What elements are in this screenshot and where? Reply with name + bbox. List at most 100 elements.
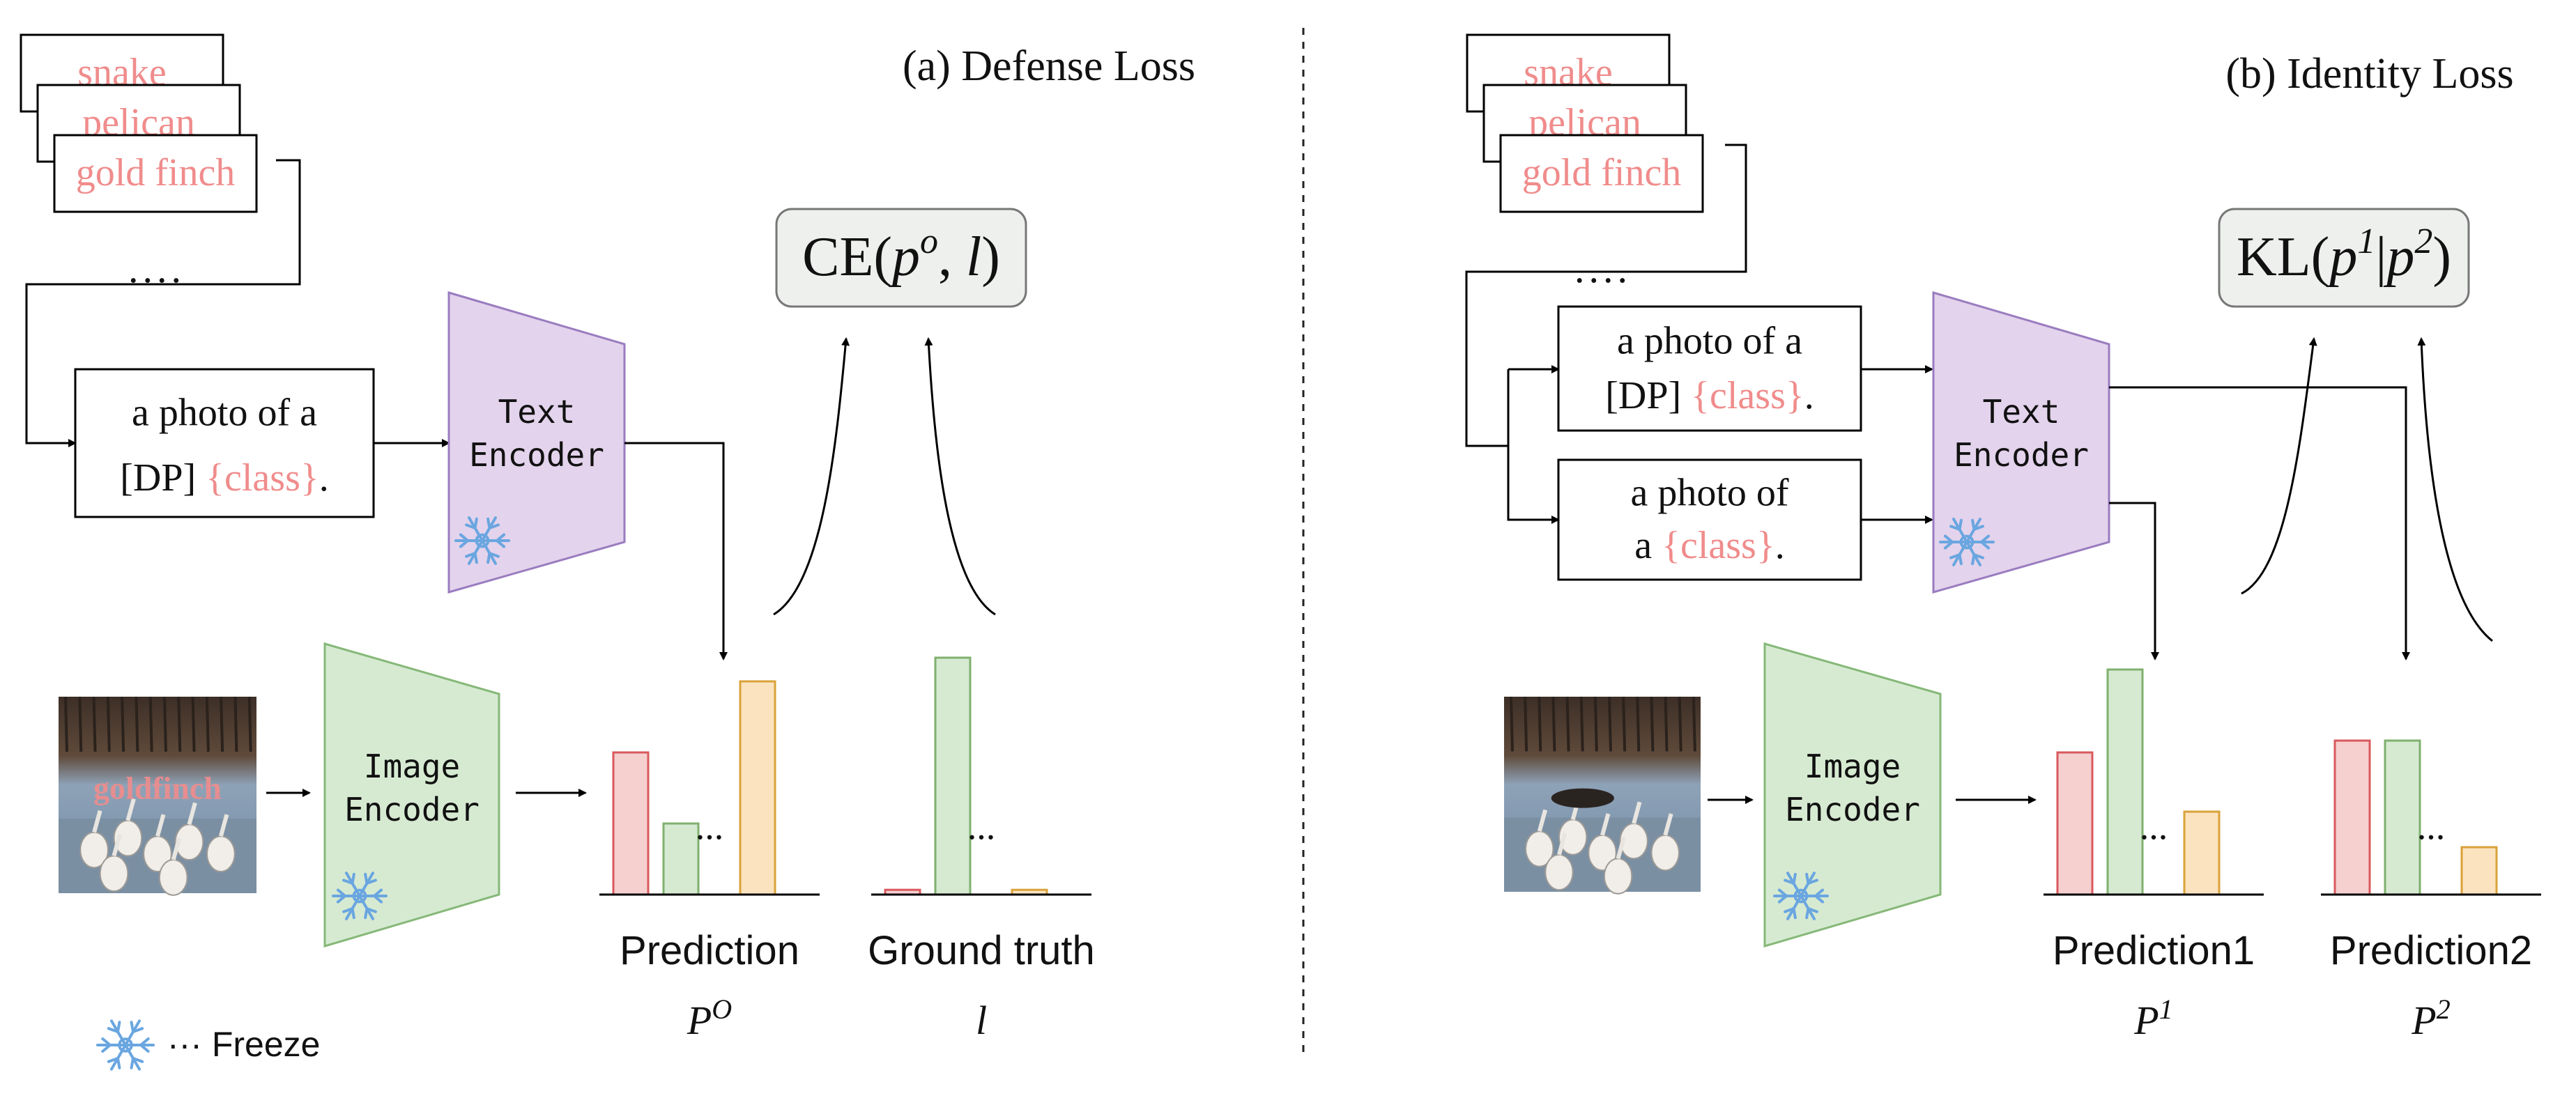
image-reed: [1551, 696, 1556, 752]
image-reed: [1678, 696, 1682, 752]
arrow-prediction-to-loss: [773, 337, 850, 616]
snowflake-branch: [1792, 907, 1797, 920]
freeze-legend: ··· Freeze: [96, 1019, 320, 1071]
snowflake-branch: [116, 1057, 121, 1069]
loss-formula: KL(p1|p2): [2237, 222, 2451, 288]
chart-symbol-sup: 2: [2437, 993, 2451, 1025]
loss-suffix: ): [981, 226, 1000, 288]
snowflake-branch: [1979, 541, 1991, 550]
snowflake-branch: [132, 1057, 144, 1063]
image-reed: [64, 696, 68, 752]
snowflake-icon: [332, 872, 388, 920]
loss-box: CE(po, l): [775, 208, 1027, 308]
snowflake-branch: [139, 1044, 150, 1053]
snowflake-branch: [1943, 541, 1954, 550]
loss-symbol2: p: [2383, 226, 2414, 288]
image-reed: [1593, 696, 1598, 752]
image-reed: [78, 696, 83, 752]
chart-symbol-base: l: [976, 998, 987, 1043]
image-pelican-neck: [1557, 833, 1567, 856]
prompt-prefix: [DP]: [120, 456, 206, 500]
arrow-text-encoder-to-prediction2: [2109, 386, 2410, 660]
snowflake-icon: [96, 1019, 155, 1071]
prompt-line1: a photo of: [1630, 471, 1788, 514]
image-pelican-neck: [187, 802, 197, 826]
snowflake-branch: [1792, 872, 1797, 885]
image-pelican-neck: [1616, 836, 1626, 860]
loss-separator: |: [2375, 226, 2386, 288]
snowflake-branch: [459, 539, 470, 548]
input-image: [1504, 696, 1701, 895]
snowflake-branch: [101, 1044, 112, 1053]
loss-sup2: 2: [2414, 222, 2432, 261]
input-image: goldfinch: [59, 696, 256, 896]
prompt-box-border: [1557, 458, 1862, 581]
prompt-box: a photo of a[DP] {class}.: [74, 368, 375, 518]
loss-box: KL(p1|p2): [2218, 208, 2470, 308]
snowflake-branch: [1805, 907, 1810, 920]
chart-label: Ground truth: [868, 928, 1095, 973]
panel-title: (a) Defense Loss: [903, 42, 1195, 90]
snowflake-branch: [336, 888, 347, 897]
snowflake-branch: [1814, 895, 1825, 904]
snowflake-branch: [1958, 518, 1963, 531]
image-pelican: [1525, 830, 1554, 867]
image-reed: [148, 696, 153, 752]
snowflake-branch: [365, 879, 377, 885]
snowflake-branch: [364, 907, 369, 920]
image-reed: [1636, 696, 1641, 752]
chart-symbol-base: P: [2133, 998, 2159, 1043]
image-pelican-neck: [1632, 801, 1642, 824]
snowflake-branch: [351, 907, 355, 920]
image-reed: [205, 696, 210, 752]
image-pelican: [206, 835, 236, 872]
snowflake-branch: [465, 523, 477, 529]
loss-prefix: KL(: [2237, 226, 2329, 288]
chart-symbol-sup: O: [712, 993, 732, 1025]
arrow-text-encoder-to-prediction1: [2109, 502, 2159, 660]
connector-class-split: [1465, 144, 1747, 447]
image-encoder-shape: [323, 642, 500, 948]
snowflake-icon: [454, 516, 510, 565]
snowflake-core: [1793, 888, 1809, 904]
loss-box-border: [775, 208, 1027, 308]
snowflake-branch: [1777, 888, 1788, 897]
prompt-class-token: {class}: [1691, 374, 1804, 417]
snowflake-branch: [495, 533, 506, 542]
arrow-prediction1-to-loss: [2241, 337, 2317, 595]
snowflake-branch: [372, 888, 383, 897]
snowflake-branch: [1777, 895, 1788, 904]
prompt-line1: a photo of a: [1617, 320, 1802, 363]
snowflake-branch: [495, 539, 506, 548]
snowflake-branch: [473, 552, 478, 564]
loss-symbol2: l: [966, 226, 981, 288]
snowflake-branch: [342, 879, 354, 885]
snowflake-branch: [132, 1027, 144, 1033]
snowflake-branch: [130, 1057, 135, 1069]
snowflake-branch: [465, 552, 477, 558]
image-pelican-neck: [92, 810, 102, 833]
image-reed: [1538, 696, 1542, 752]
snowflake-core: [475, 533, 490, 548]
snowflake-core: [352, 888, 367, 904]
image-pelican: [1603, 858, 1633, 895]
image-flying-bird: [1551, 788, 1614, 808]
snowflake-branch: [1972, 525, 1984, 531]
image-pelican: [1544, 853, 1574, 891]
snowflake-branch: [1784, 879, 1795, 885]
snowflake-branch: [116, 1021, 121, 1033]
text-encoder-label-line1: Text: [498, 393, 576, 431]
snowflake-branch: [1807, 879, 1818, 885]
chart-symbol: P2: [2411, 993, 2450, 1043]
prompt-box: a photo ofa {class}.: [1557, 458, 1862, 581]
image-reed: [1692, 696, 1696, 752]
image-pelican-neck: [1537, 809, 1548, 832]
snowflake-core: [118, 1037, 133, 1053]
